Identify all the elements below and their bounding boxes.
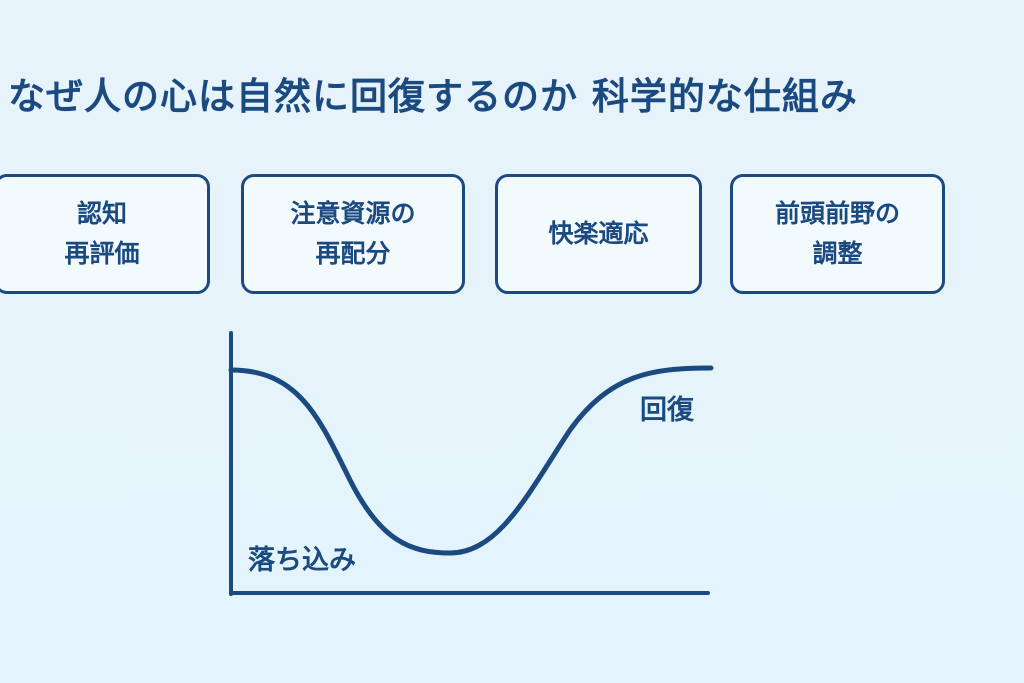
box-hedonic-adaptation: 快楽適応 bbox=[495, 174, 702, 294]
box-prefrontal-regulation: 前頭前野の 調整 bbox=[730, 174, 945, 294]
box-cognitive-reappraisal: 認知 再評価 bbox=[0, 174, 210, 294]
recovery-label: 回復 bbox=[640, 395, 694, 426]
box-attention-reallocation: 注意資源の 再配分 bbox=[241, 174, 465, 294]
low-label: 落ち込み bbox=[248, 545, 356, 576]
page-title: なぜ人の心は自然に回復するのか 科学的な仕組み bbox=[8, 75, 858, 118]
mood-curve bbox=[228, 365, 714, 556]
